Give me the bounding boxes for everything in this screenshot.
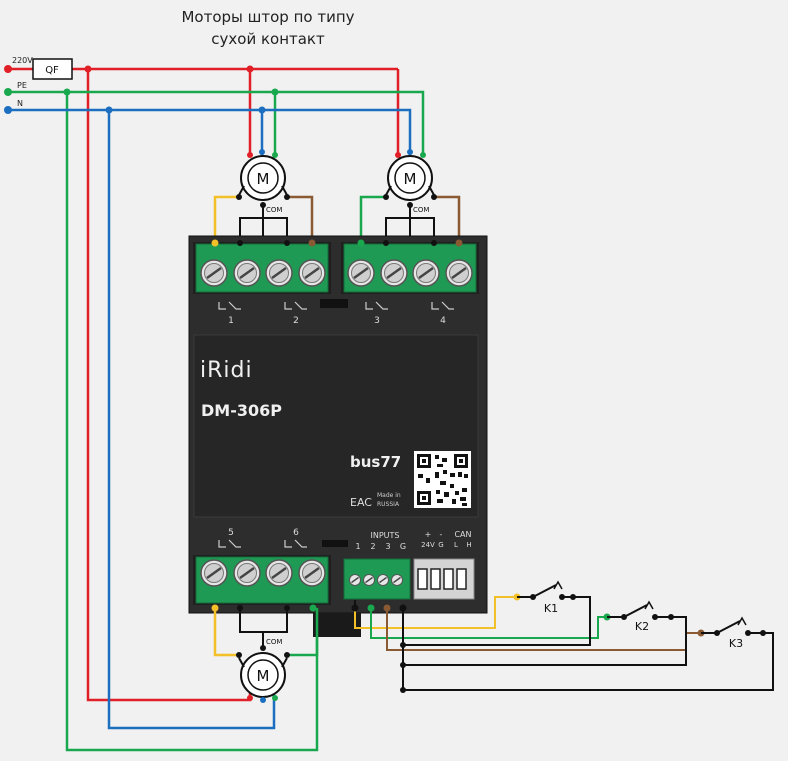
input-terminal-g: G: [400, 542, 406, 551]
power-minus: -: [440, 530, 443, 539]
motor-3-label: M: [257, 667, 270, 685]
motor-3: M COM: [211, 604, 319, 703]
module-terminal-dots: [211, 239, 463, 247]
breaker-label: QF: [45, 65, 59, 76]
power-plus: +: [425, 530, 432, 539]
brand-logo: iRidi: [200, 358, 253, 383]
relay-contact-symbols-top: [218, 301, 454, 310]
power-24v: 24V: [421, 541, 435, 549]
eac-mark: EAC: [350, 496, 372, 509]
switch-k2-label: K2: [635, 620, 649, 633]
relay-contact-symbols-bottom: [218, 539, 307, 548]
qr-code: [414, 451, 471, 508]
breaker-qf: [32, 58, 73, 80]
power-g: G: [438, 541, 443, 549]
input-terminal-1: 1: [355, 542, 360, 551]
neutral-wires: [8, 108, 412, 730]
made-in-line-2: RUSSIA: [377, 501, 400, 508]
made-in-line-1: Made in: [377, 492, 401, 499]
model-name: DM-306P: [201, 401, 282, 420]
bus-junction-dots: [63, 65, 279, 114]
pe-label: PE: [17, 81, 27, 90]
relay-label-3: 3: [374, 316, 380, 326]
motor-1: M COM: [213, 149, 314, 242]
relay-label-6: 6: [293, 528, 299, 538]
relay-label-2: 2: [293, 316, 299, 326]
title-line-2: сухой контакт: [211, 30, 325, 48]
motor-3-com: COM: [266, 638, 282, 646]
switch-k1-label: K1: [544, 602, 558, 615]
switch-k3-label: K3: [729, 637, 743, 650]
wire-input-1: [354, 596, 517, 629]
dm-306p-module: 1 2 3 4 iRidi DM-306P bus77 EAC Made in …: [188, 235, 488, 637]
can-l: L: [454, 541, 458, 549]
switch-k2: K2: [603, 600, 674, 633]
switch-k1: K1: [513, 580, 576, 615]
title-line-1: Моторы штор по типу: [181, 8, 354, 26]
switch-k3: K3: [697, 616, 766, 650]
input-terminal-2: 2: [370, 542, 375, 551]
can-label: CAN: [454, 530, 471, 539]
relay-label-4: 4: [440, 316, 446, 326]
motor-2-com: COM: [413, 206, 429, 214]
relay-label-5: 5: [228, 528, 234, 538]
phase-label: 220V: [12, 56, 33, 65]
pe-terminal-dot: [4, 88, 12, 96]
pe-wires: [8, 90, 425, 752]
motor-1-com: COM: [266, 206, 282, 214]
relay-label-1: 1: [228, 316, 234, 326]
motor-2: M COM: [359, 149, 461, 242]
motor-2-label: M: [404, 170, 417, 188]
input-dots: [351, 604, 407, 693]
input-terminal-3: 3: [385, 542, 390, 551]
neutral-label: N: [17, 99, 23, 108]
inputs-label: INPUTS: [371, 531, 400, 540]
wire-input-2: [370, 608, 607, 639]
neutral-terminal-dot: [4, 106, 12, 114]
can-h: H: [466, 541, 471, 549]
bus-logo: bus77: [350, 453, 401, 471]
phase-terminal-dot: [4, 65, 12, 73]
motor-1-label: M: [257, 170, 270, 188]
